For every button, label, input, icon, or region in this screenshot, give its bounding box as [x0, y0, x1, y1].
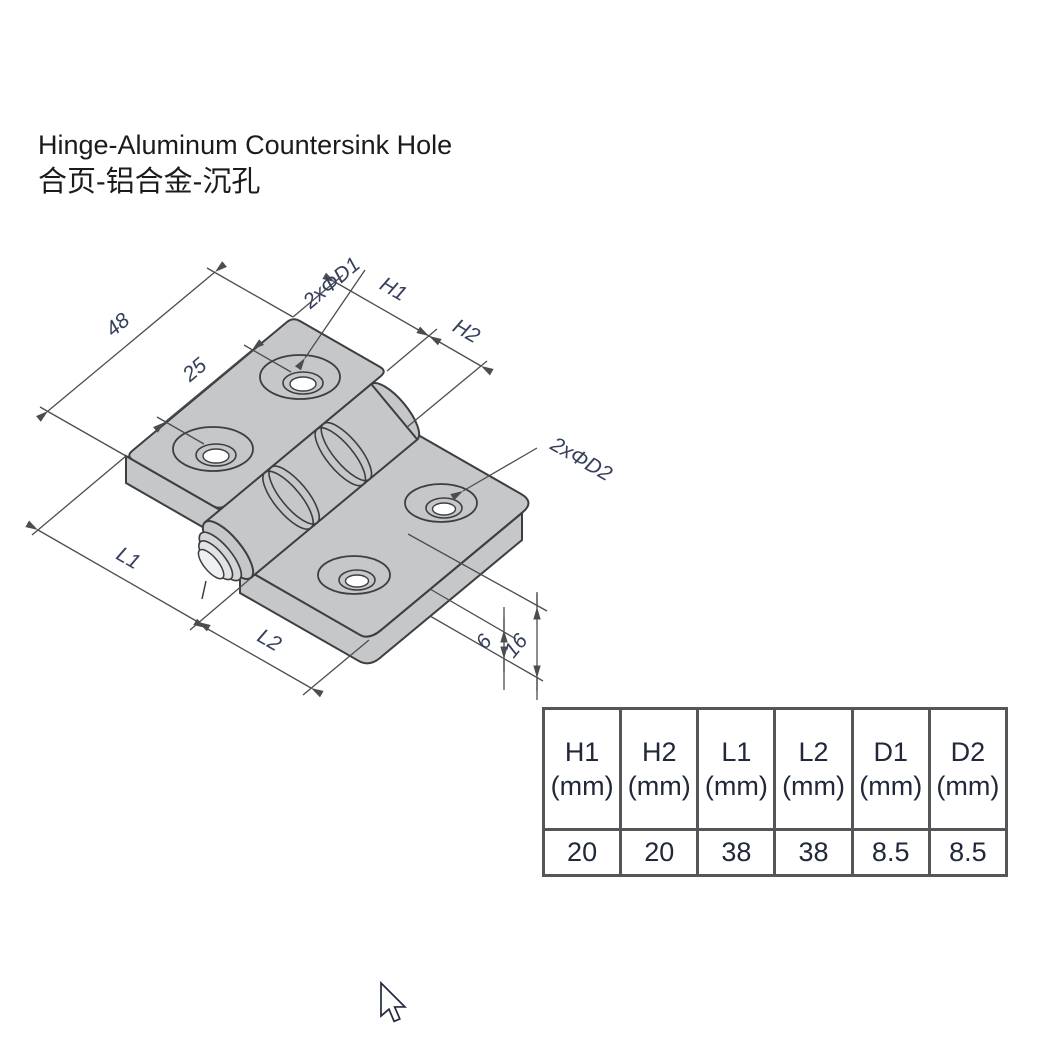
knuckle-joint-rim — [314, 426, 367, 487]
spec-value-D2: 8.5 — [927, 828, 1009, 877]
dim-label-L1: L1 — [112, 543, 144, 575]
dim-line — [36, 261, 227, 422]
title-block: Hinge-Aluminum Countersink Hole 合页-铝合金-沉… — [38, 130, 452, 198]
knuckle-joint-rim — [262, 470, 314, 530]
dimension-6-16 — [407, 533, 548, 700]
dim-label-H2: H2 — [449, 315, 484, 349]
extension-line — [407, 533, 548, 612]
dim-line — [25, 520, 211, 632]
spec-value-D1: 8.5 — [850, 828, 931, 877]
knuckle-joint-rim — [320, 421, 373, 482]
spec-col-L2: L2 (mm) — [773, 707, 854, 831]
spec-col-name: D1 — [873, 737, 908, 767]
knuckle-joint-rim — [268, 465, 320, 525]
spec-col-unit: (mm) — [627, 771, 691, 801]
dimensions — [25, 261, 548, 700]
spec-table: H1 (mm) H2 (mm) L1 (mm) L2 (mm) D1 (mm — [541, 707, 1009, 877]
dim-line — [322, 272, 442, 346]
extension-line — [429, 588, 517, 640]
spec-col-name: H1 — [564, 737, 600, 767]
dimension-H1-H2 — [292, 272, 494, 429]
spec-col-H2: H2 (mm) — [619, 707, 700, 831]
extension-line — [405, 360, 488, 429]
spec-table-header-row: H1 (mm) H2 (mm) L1 (mm) L2 (mm) D1 (mm — [541, 707, 1009, 831]
right-leaf-countersink-hole-near — [317, 555, 391, 595]
dimension-48 — [36, 261, 294, 457]
spec-table-value-row: 20 20 38 38 8.5 8.5 — [541, 828, 1009, 877]
spec-value-H2: 20 — [619, 828, 700, 877]
extension-line — [39, 406, 127, 457]
dim-label-2xD2: 2xΦD2 — [546, 432, 616, 486]
extension-line — [386, 328, 438, 372]
spec-col-L1: L1 (mm) — [696, 707, 777, 831]
dim-label-48: 48 — [101, 308, 134, 341]
spec-col-name: D2 — [950, 737, 986, 767]
spec-col-D1: D1 (mm) — [850, 707, 931, 831]
spec-col-name: L1 — [721, 737, 752, 767]
extension-line — [206, 267, 294, 318]
dim-label-H1: H1 — [376, 273, 411, 306]
mouse-cursor — [380, 980, 408, 1023]
spec-col-name: L2 — [798, 737, 829, 767]
spec-value-L2: 38 — [773, 828, 854, 877]
spec-col-name: H2 — [641, 737, 677, 767]
dim-label-6: 6 — [471, 630, 496, 654]
dimension-25 — [153, 339, 292, 445]
spec-value-H1: 20 — [541, 828, 623, 877]
page-title-english: Hinge-Aluminum Countersink Hole — [38, 130, 453, 160]
extension-line — [429, 615, 544, 682]
extension-line — [189, 577, 252, 631]
spec-col-unit: (mm) — [550, 771, 614, 801]
dim-label-L2: L2 — [253, 625, 285, 657]
dim-label-2xD1: 2xΦD1 — [298, 253, 365, 314]
page-title-chinese: 合页-铝合金-沉孔 — [38, 166, 261, 198]
spec-col-unit: (mm) — [782, 771, 846, 801]
dim-line — [153, 339, 264, 433]
spec-col-unit: (mm) — [936, 771, 1000, 801]
dim-line — [193, 618, 324, 698]
spec-value-L1: 38 — [696, 828, 777, 877]
leader-line-D2 — [450, 447, 538, 501]
spec-col-H1: H1 (mm) — [541, 707, 623, 831]
dimension-L2 — [193, 618, 370, 698]
dim-label-25: 25 — [178, 353, 212, 386]
dim-line — [416, 326, 494, 376]
circlip-tail — [201, 580, 207, 600]
spec-col-unit: (mm) — [704, 771, 768, 801]
extension-line — [31, 455, 127, 536]
spec-col-D2: D2 (mm) — [927, 707, 1009, 831]
spec-col-unit: (mm) — [859, 771, 923, 801]
